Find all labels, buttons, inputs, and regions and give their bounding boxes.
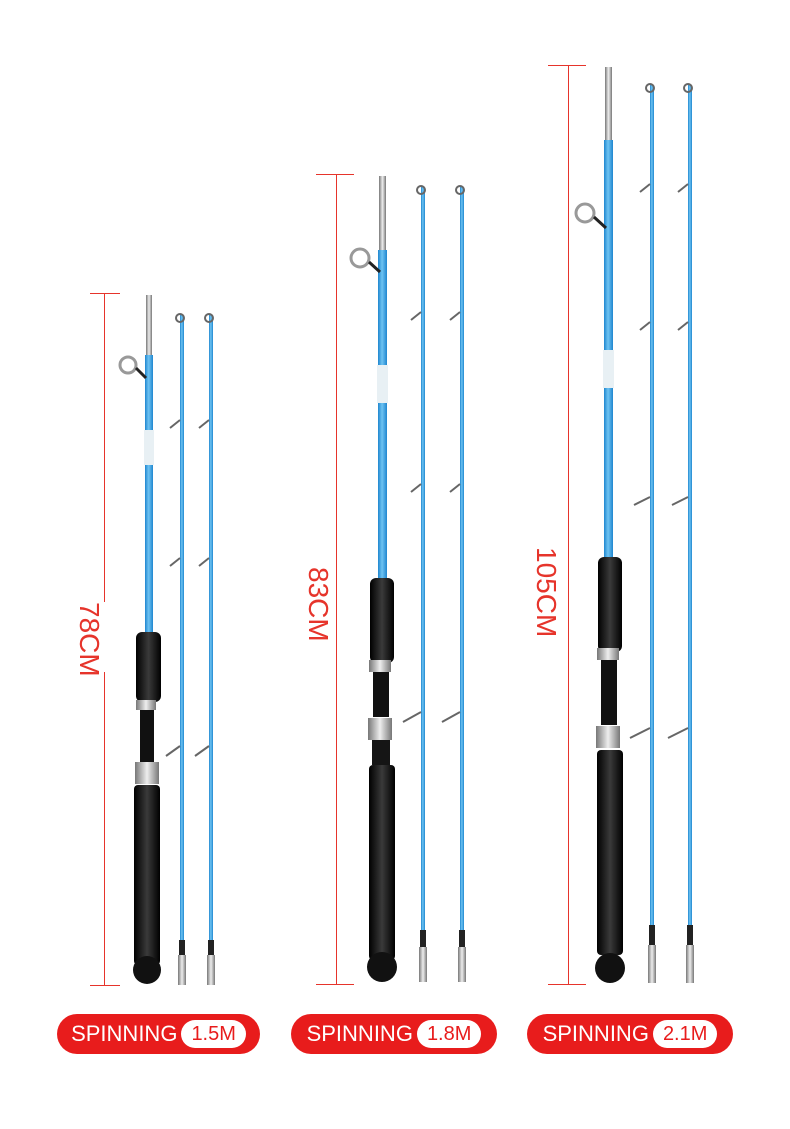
- rod-set-3: [574, 67, 694, 983]
- rod-3-size-label: 2.1M: [652, 1020, 718, 1048]
- rod-1-tip-section-b: [194, 313, 215, 985]
- rod-3-butt-section: [574, 67, 625, 983]
- rod-3-type-label: SPINNING: [542, 1021, 649, 1046]
- rod-1-size-label: 1.5M: [181, 1020, 246, 1048]
- rod-3-spec-badge: SPINNING 2.1M: [527, 1014, 733, 1054]
- rod-3-tip-section-a: [629, 83, 656, 983]
- rod-3-tip-section-b: [667, 83, 694, 983]
- rod-2-size-label: 1.8M: [416, 1020, 482, 1048]
- rod-set-2: [349, 176, 466, 982]
- rod-2-type-label: SPINNING: [306, 1021, 413, 1046]
- rod-2-butt-section: [349, 176, 397, 982]
- rod-1-spec-badge: SPINNING 1.5M: [57, 1014, 260, 1054]
- rod-2-spec-badge: SPINNING 1.8M: [291, 1014, 497, 1054]
- rod-2-tip-section-b: [441, 185, 466, 982]
- rod-set-1: [118, 295, 215, 985]
- rod-2-tip-section-a: [402, 185, 427, 982]
- length-label-3: 105CM: [528, 547, 562, 637]
- rod-1-tip-section-a: [165, 313, 186, 985]
- length-label-1: 78CM: [71, 602, 105, 677]
- length-label-2: 83CM: [300, 567, 334, 642]
- rod-1-butt-section: [118, 295, 161, 984]
- rod-1-type-label: SPINNING: [71, 1021, 178, 1046]
